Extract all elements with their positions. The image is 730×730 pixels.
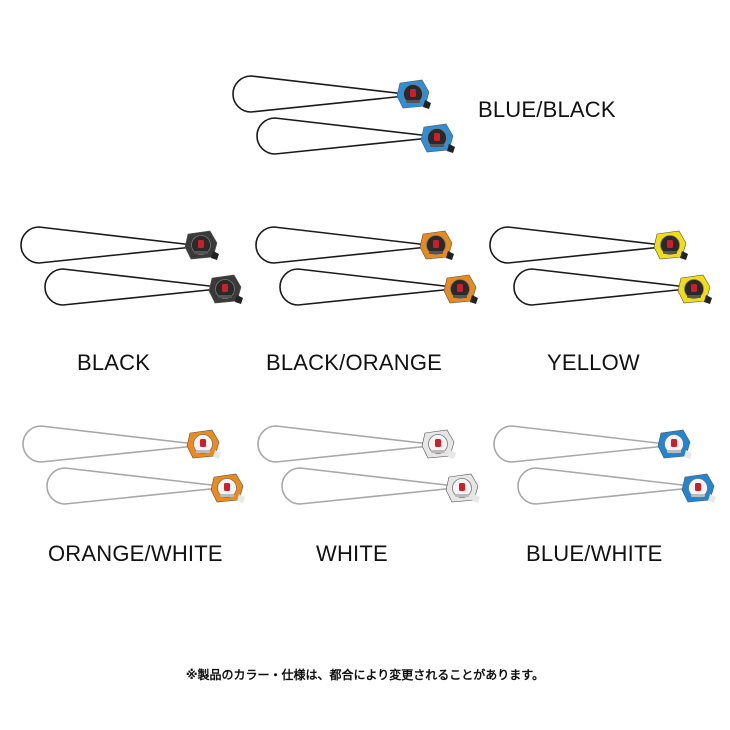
lace-lock-upper (421, 429, 456, 459)
cord-loop-lower (256, 117, 431, 155)
lace-lock-lower (445, 473, 480, 503)
variant-label-orange-white: ORANGE/WHITE (48, 541, 223, 566)
cord-loop-lower (44, 268, 219, 306)
variant-label-black-orange: BLACK/ORANGE (266, 350, 443, 375)
cord-loop-lower (279, 268, 454, 306)
variant-label-blue-black: BLUE/BLACK (478, 97, 616, 122)
product-image-orange-white (15, 422, 265, 512)
lace-lock-upper (419, 230, 454, 260)
lace-lock-lower (443, 274, 478, 304)
cord-loop-upper (20, 226, 194, 264)
lace-lock-lower (677, 274, 712, 304)
cord-loop-upper (22, 425, 196, 463)
lace-lock-upper (186, 429, 221, 459)
lace-lock-lower (681, 473, 716, 503)
lace-lock-upper (396, 79, 431, 109)
cord-loop-upper (489, 226, 663, 264)
product-image-black-orange (248, 223, 498, 313)
lace-lock-upper (184, 230, 219, 260)
variant-label-black: BLACK (77, 350, 151, 375)
product-image-blue-black (225, 72, 475, 162)
product-image-white (250, 422, 500, 512)
disclaimer-note: ※製品のカラー・仕様は、都合により変更されることがあります。 (185, 668, 545, 682)
lace-lock-lower (420, 123, 455, 153)
lace-lock-lower (210, 473, 245, 503)
cord-loop-upper (255, 226, 429, 264)
cord-loop-upper (232, 75, 406, 113)
product-image-yellow (482, 223, 730, 313)
variant-label-white: WHITE (316, 541, 388, 566)
variant-label-blue-white: BLUE/WHITE (526, 541, 663, 566)
variant-label-yellow: YELLOW (547, 350, 640, 375)
cord-loop-upper (493, 425, 667, 463)
lace-lock-upper (653, 230, 688, 260)
cord-loop-lower (281, 467, 456, 505)
cord-loop-lower (517, 467, 692, 505)
lace-lock-lower (208, 274, 243, 304)
cord-loop-upper (257, 425, 431, 463)
cord-loop-lower (513, 268, 688, 306)
cord-loop-lower (46, 467, 221, 505)
product-image-black (13, 223, 263, 313)
lace-lock-upper (657, 429, 692, 459)
product-image-blue-white (486, 422, 730, 512)
